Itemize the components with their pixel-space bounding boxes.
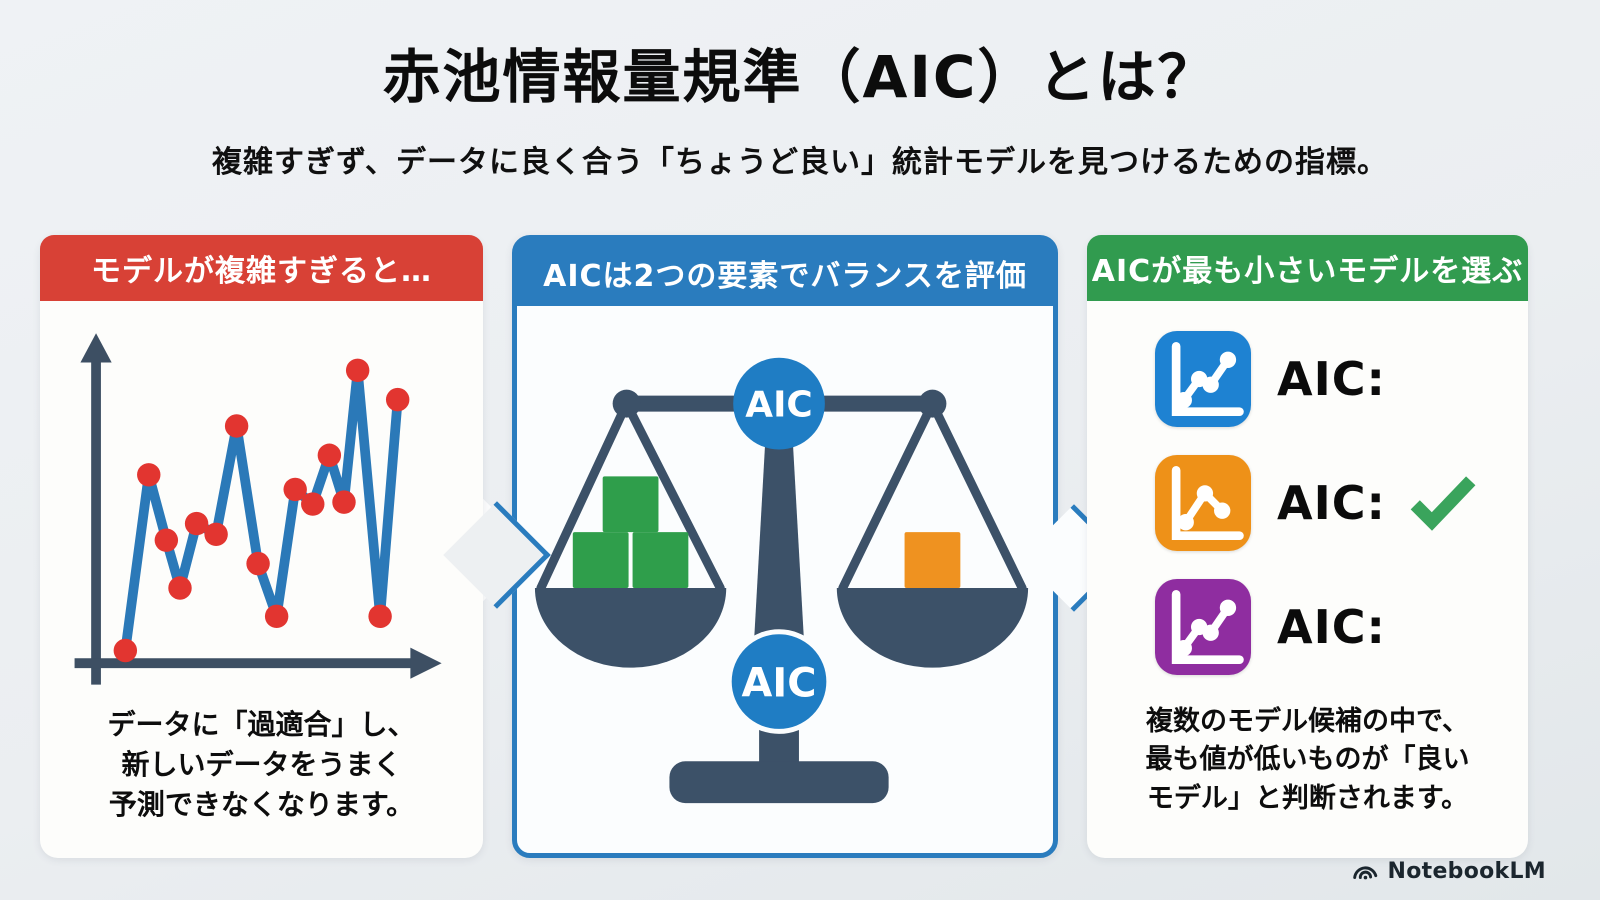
panel-model-selection-caption: 複数のモデル候補の中で、 最も値が低いものが「良い モデル」と判断されます。 xyxy=(1145,706,1470,814)
model-row: AIC: xyxy=(1155,331,1528,427)
data-point xyxy=(113,638,137,663)
notebooklm-logo-icon xyxy=(1352,866,1377,880)
page-title: 赤池情報量規準（AIC）とは？ xyxy=(382,43,1218,111)
aic-circle-bottom xyxy=(726,629,832,734)
left-pivot xyxy=(612,389,641,418)
line-chart-icon xyxy=(1155,331,1251,427)
overfitting-line-chart xyxy=(74,333,442,685)
data-point xyxy=(184,511,208,536)
model-row: AIC: xyxy=(1155,455,1528,551)
right-pan xyxy=(836,587,1029,668)
panel-overfitting-caption: データに「過適合」し、 新しいデータをうまく 予測できなくなります。 xyxy=(107,708,416,821)
scale-post xyxy=(753,426,805,658)
panel-balance-header: AICは2つの要素でバランスを評価 xyxy=(517,240,1053,306)
data-points xyxy=(113,358,409,663)
data-point xyxy=(317,443,341,467)
data-point xyxy=(167,576,192,600)
model-row: AIC: xyxy=(1155,579,1528,675)
model-candidate-list: AIC: AIC: AIC: xyxy=(1087,301,1528,675)
balance-scale-illustration: AIC AIC xyxy=(534,357,1029,804)
y-axis-arrow-icon xyxy=(79,333,112,363)
weight-block xyxy=(602,476,659,533)
weight-block xyxy=(632,532,689,588)
goodness-of-fit-blocks xyxy=(572,476,689,588)
data-point xyxy=(331,490,356,514)
complexity-block xyxy=(904,532,961,588)
model-line xyxy=(119,365,403,656)
page-subtitle: 複雑すぎず、データに良く合う「ちょうど良い」統計モデルを見つけるための指標。 xyxy=(212,145,1388,180)
scale-strings xyxy=(536,399,1027,593)
aic-value-label: AIC: xyxy=(1277,600,1386,654)
panel-model-selection-header: AICが最も小さいモデルを選ぶ xyxy=(1087,235,1528,301)
check-icon xyxy=(1410,476,1476,531)
data-point xyxy=(345,358,369,383)
panel-model-selection: AICが最も小さいモデルを選ぶ AIC: AIC: AIC: 複数のモデル候補の中で… xyxy=(1087,235,1528,858)
brand-name: NotebookLM xyxy=(1387,858,1546,884)
line-chart-icon xyxy=(1155,455,1251,551)
aic-value-label: AIC: xyxy=(1277,352,1386,406)
weight-block xyxy=(572,532,629,588)
aic-circle-top-label: AIC xyxy=(745,385,812,426)
data-point xyxy=(203,522,228,547)
scale-base xyxy=(669,761,889,804)
panel-balance: AICは2つの要素でバランスを評価 AIC AIC xyxy=(443,235,1128,858)
panel-overfitting: モデルが複雑すぎると… データに「過適合」し、 新しいデータをうまく 予測できな… xyxy=(40,235,483,858)
aic-value-label: AIC: xyxy=(1277,476,1386,530)
aic-circle-top xyxy=(733,357,825,450)
line-chart-icon xyxy=(1155,579,1251,675)
data-point xyxy=(245,551,270,576)
data-point xyxy=(154,528,178,552)
aic-circle-bottom-label: AIC xyxy=(742,661,817,707)
data-point xyxy=(367,604,392,629)
data-point xyxy=(264,604,288,629)
data-point xyxy=(224,414,248,438)
panel-overfitting-header: モデルが複雑すぎると… xyxy=(40,235,483,301)
x-axis-arrow-icon xyxy=(409,647,442,679)
weight-block xyxy=(904,532,961,588)
data-point xyxy=(300,492,324,516)
right-pivot xyxy=(918,389,947,418)
brand-footer: NotebookLM xyxy=(1350,856,1546,886)
data-point xyxy=(385,387,409,412)
data-point xyxy=(136,463,160,487)
left-pan xyxy=(534,587,727,668)
data-point xyxy=(282,477,307,502)
